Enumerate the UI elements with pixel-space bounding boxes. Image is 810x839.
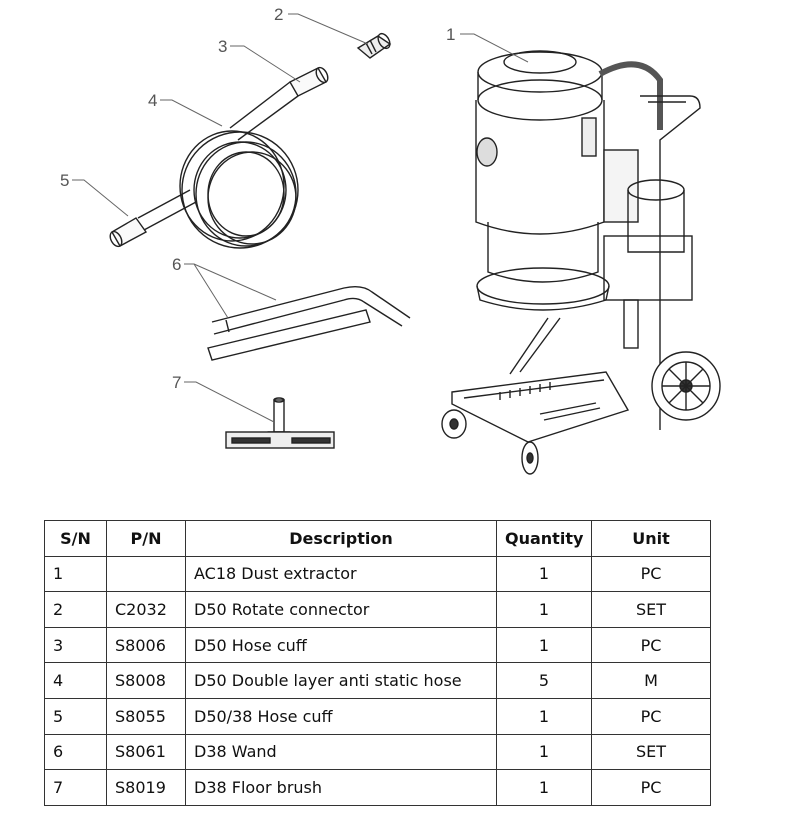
callout-7: 7	[172, 373, 181, 392]
cell-description: D38 Floor brush	[185, 769, 497, 806]
leader-lines	[72, 13, 529, 423]
cell-unit: PC	[591, 769, 711, 806]
cell-quantity: 1	[496, 697, 592, 735]
table-row: 1 AC18 Dust extractor 1 PC	[44, 555, 711, 593]
cell-unit: SET	[591, 733, 711, 771]
cell-description: D38 Wand	[185, 733, 497, 771]
cell-sn: 5	[44, 697, 107, 735]
cell-quantity: 5	[496, 662, 592, 699]
table-row: 5 S8055 D50/38 Hose cuff 1 PC	[44, 697, 711, 735]
table-row: 4 S8008 D50 Double layer anti static hos…	[44, 662, 711, 699]
callout-3: 3	[218, 37, 227, 56]
cell-quantity: 1	[496, 733, 592, 771]
cell-pn: S8006	[106, 626, 186, 664]
table-row: 2 C2032 D50 Rotate connector 1 SET	[44, 591, 711, 628]
cell-unit: SET	[591, 591, 711, 628]
cell-unit: PC	[591, 697, 711, 735]
floor-brush-drawing	[225, 397, 335, 449]
cell-pn: S8055	[106, 697, 186, 735]
parts-table: S/N P/N Description Quantity Unit 1 AC18…	[44, 520, 711, 806]
callout-2: 2	[274, 5, 283, 24]
header-description: Description	[185, 520, 497, 557]
header-sn: S/N	[44, 520, 107, 557]
table-row: 6 S8061 D38 Wand 1 SET	[44, 733, 711, 771]
cell-sn: 1	[44, 555, 107, 593]
cell-description: D50 Double layer anti static hose	[185, 662, 497, 699]
rotate-connector-drawing	[356, 32, 392, 59]
table-row: 7 S8019 D38 Floor brush 1 PC	[44, 769, 711, 806]
cell-sn: 3	[44, 626, 107, 664]
callout-4: 4	[148, 91, 157, 110]
cell-quantity: 1	[496, 555, 592, 593]
cell-pn	[106, 555, 186, 593]
cell-quantity: 1	[496, 591, 592, 628]
cell-description: D50 Rotate connector	[185, 591, 497, 628]
callout-1: 1	[446, 25, 455, 44]
callout-6: 6	[172, 255, 181, 274]
table-header-row: S/N P/N Description Quantity Unit	[44, 520, 711, 557]
header-pn: P/N	[106, 520, 186, 557]
cell-pn: C2032	[106, 591, 186, 628]
table-row: 3 S8006 D50 Hose cuff 1 PC	[44, 626, 711, 664]
header-quantity: Quantity	[496, 520, 592, 557]
cell-quantity: 1	[496, 769, 592, 806]
cell-sn: 7	[44, 769, 107, 806]
cell-description: AC18 Dust extractor	[185, 555, 497, 593]
cell-quantity: 1	[496, 626, 592, 664]
callout-5: 5	[60, 171, 69, 190]
cell-unit: PC	[591, 626, 711, 664]
dust-extractor-drawing	[441, 50, 721, 475]
cell-pn: S8019	[106, 769, 186, 806]
cell-sn: 4	[44, 662, 107, 699]
cell-description: D50/38 Hose cuff	[185, 697, 497, 735]
hose-drawing	[109, 66, 329, 249]
cell-pn: S8008	[106, 662, 186, 699]
wand-drawing	[207, 285, 411, 361]
cell-unit: PC	[591, 555, 711, 593]
cell-sn: 2	[44, 591, 107, 628]
parts-illustration: 1 2 3 4 5 6 7	[60, 5, 721, 475]
cell-sn: 6	[44, 733, 107, 771]
cell-pn: S8061	[106, 733, 186, 771]
cell-unit: M	[591, 662, 711, 699]
header-unit: Unit	[591, 520, 711, 557]
cell-description: D50 Hose cuff	[185, 626, 497, 664]
